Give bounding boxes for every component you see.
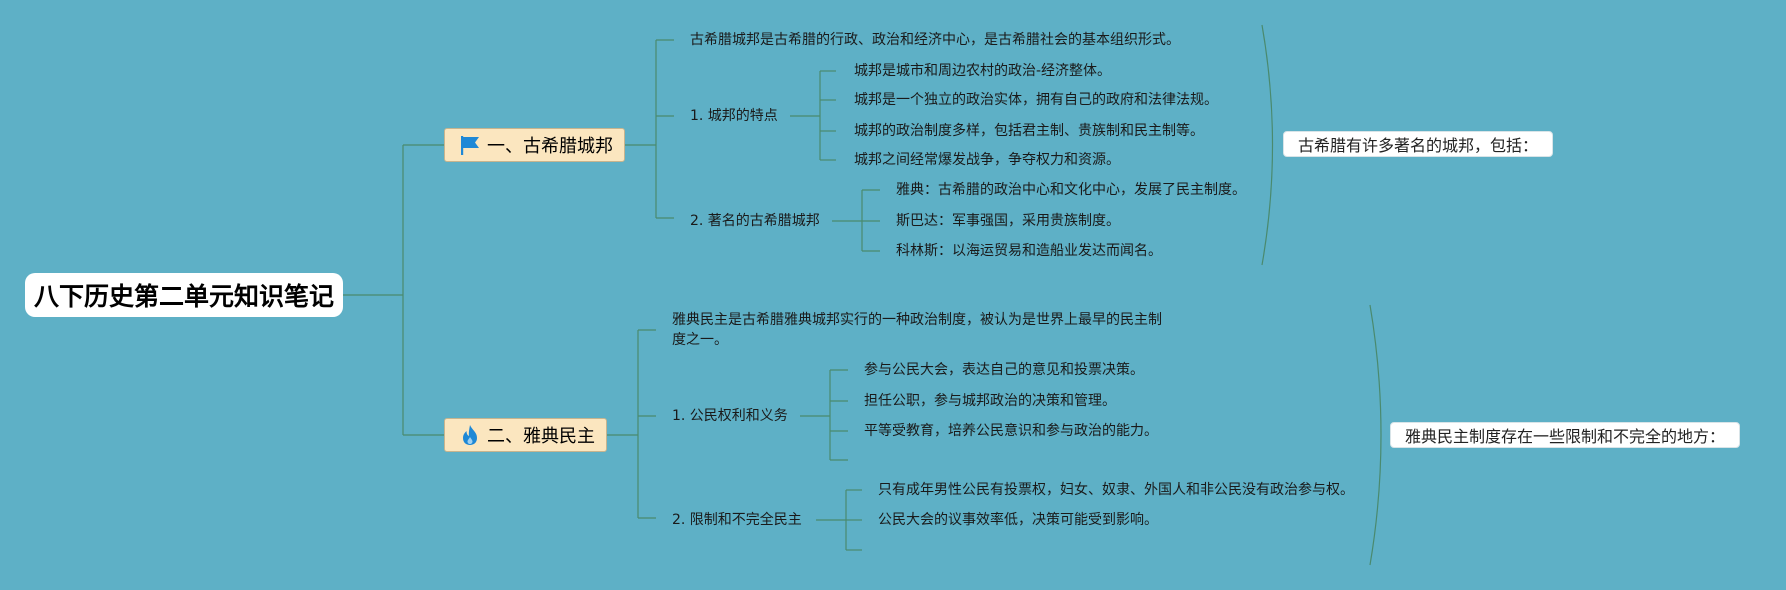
intro-text[interactable]: 雅典民主是古希腊雅典城邦实行的一种政治制度，被认为是世界上最早的民主制度之一。: [672, 312, 1162, 348]
branch-athenian-democracy[interactable]: 二、雅典民主: [444, 418, 607, 452]
list-item[interactable]: 雅典：古希腊的政治中心和文化中心，发展了民主制度。: [896, 182, 1246, 198]
list-item[interactable]: 只有成年男性公民有投票权，妇女、奴隶、外国人和非公民没有政治参与权。: [878, 482, 1354, 498]
list-item[interactable]: 城邦是一个独立的政治实体，拥有自己的政府和法律法规。: [854, 92, 1218, 108]
subtopic-limits-incomplete-democracy[interactable]: 2. 限制和不完全民主: [672, 512, 802, 528]
branch-greek-city-states[interactable]: 一、古希腊城邦: [444, 128, 625, 162]
list-item[interactable]: 平等受教育，培养公民意识和参与政治的能力。: [864, 423, 1158, 439]
summary-greek-city-states[interactable]: 古希腊有许多著名的城邦，包括：: [1283, 131, 1553, 157]
flag-icon: [459, 134, 481, 156]
list-item[interactable]: 担任公职，参与城邦政治的决策和管理。: [864, 393, 1116, 409]
branch-title: 一、古希腊城邦: [487, 136, 613, 157]
fire-icon: [459, 424, 481, 446]
list-item[interactable]: 城邦的政治制度多样，包括君主制、贵族制和民主制等。: [854, 123, 1204, 139]
list-item[interactable]: 科林斯：以海运贸易和造船业发达而闻名。: [896, 243, 1162, 259]
list-item[interactable]: 参与公民大会，表达自己的意见和投票决策。: [864, 362, 1144, 378]
intro-text[interactable]: 古希腊城邦是古希腊的行政、政治和经济中心，是古希腊社会的基本组织形式。: [690, 32, 1180, 48]
list-item[interactable]: 公民大会的议事效率低，决策可能受到影响。: [878, 512, 1158, 528]
summary-athenian-democracy[interactable]: 雅典民主制度存在一些限制和不完全的地方：: [1390, 422, 1740, 448]
list-item[interactable]: 城邦是城市和周边农村的政治-经济整体。: [854, 63, 1112, 79]
root-topic[interactable]: 八下历史第二单元知识笔记: [25, 273, 343, 317]
list-item[interactable]: 城邦之间经常爆发战争，争夺权力和资源。: [854, 152, 1120, 168]
subtopic-city-state-features[interactable]: 1. 城邦的特点: [690, 108, 778, 124]
subtopic-famous-city-states[interactable]: 2. 著名的古希腊城邦: [690, 213, 820, 229]
list-item[interactable]: 斯巴达：军事强国，采用贵族制度。: [896, 213, 1120, 229]
branch-title: 二、雅典民主: [487, 426, 595, 447]
subtopic-citizen-rights-duties[interactable]: 1. 公民权利和义务: [672, 408, 788, 424]
